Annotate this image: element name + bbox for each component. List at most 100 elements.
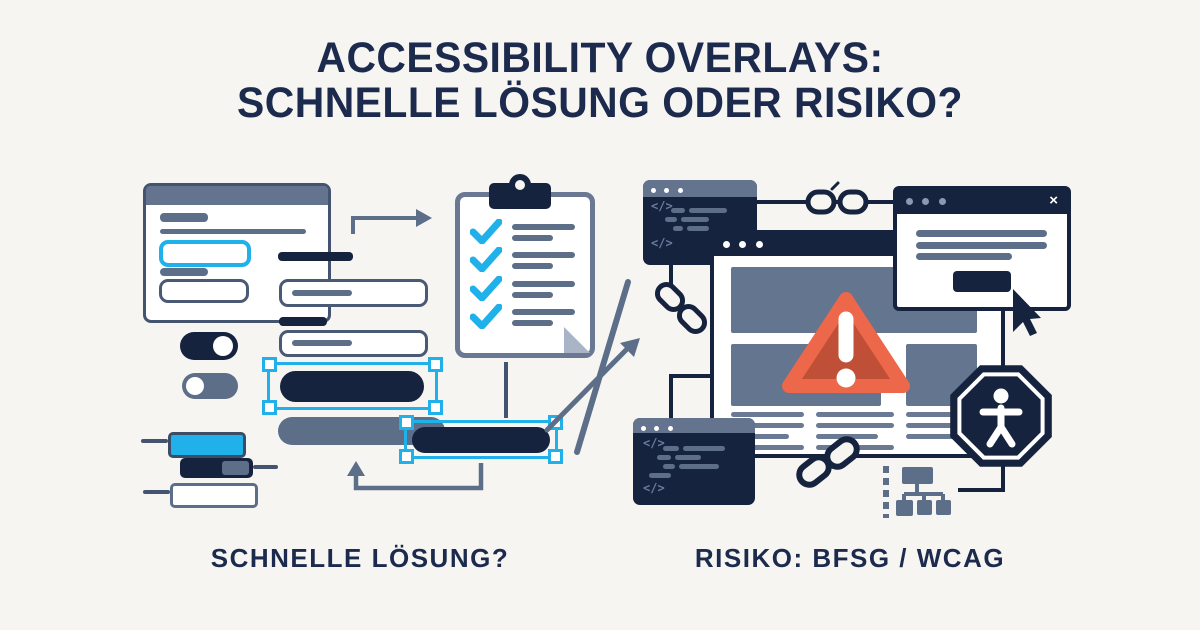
connector-octagon-to-sitemap [958,466,1005,492]
input-field [159,279,249,303]
text-line [816,445,894,450]
page-fold [564,327,590,353]
selection-handle [548,415,563,430]
item-text-line [512,224,575,230]
toggle-off [182,373,238,399]
field-label [160,268,208,276]
text-line [731,434,789,439]
code-line [663,446,679,451]
text-line [731,445,804,450]
code-glyph: </> [643,436,665,450]
connector-browser-to-code [669,374,710,420]
selection-handle [428,357,443,372]
broken-link-icon [805,181,869,215]
window-dot [723,241,730,248]
connector-line [141,439,168,443]
code-window-bottom-header [633,418,755,433]
text-line [916,242,1047,249]
window-dot [654,426,660,431]
input-field [279,330,428,357]
selection-handle [262,357,277,372]
window-dot [664,188,670,193]
title-line-1: ACCESSIBILITY OVERLAYS: [316,34,884,82]
toggle-knob [186,377,204,395]
code-line [679,464,719,469]
connector-line [253,465,278,469]
checklist-row [470,247,582,273]
code-line [683,446,725,451]
checklist-row [470,304,582,330]
text-line [816,434,878,439]
title-line-2: SCHNELLE LÖSUNG ODER RISIKO? [237,78,963,127]
item-text-line [512,281,575,287]
caption-left: SCHNELLE LÖSUNG? [210,543,510,573]
input-value-line [292,340,352,346]
window-dot [906,198,913,205]
selection-box [399,415,563,464]
code-line [665,217,677,222]
item-text-line [512,252,575,258]
field-label-dark [278,252,353,261]
checkmark-icon [470,219,502,244]
checkmark-icon [470,304,502,329]
item-text-line [512,309,575,315]
text-line [906,412,972,417]
connector-line [143,490,170,494]
arrow-elbow-bottom [353,463,484,491]
caption-right: RISIKO: BFSG / WCAG [694,543,1006,573]
code-glyph: </> [643,481,665,495]
window-dot [938,198,946,205]
progress-remainder [222,461,249,475]
window-dot [739,241,747,248]
code-line [657,455,671,460]
code-line [671,208,685,213]
text-line [916,253,1012,260]
checklist-clipboard [455,192,595,358]
arrowhead [416,209,432,227]
modal-button [953,271,1011,292]
item-text-line [512,263,553,269]
modal-dialog: × [893,186,1071,311]
content-block-left [731,344,881,406]
text-line [160,229,306,234]
selected-button [412,427,550,453]
window-dot [651,188,656,193]
toggle-knob [213,336,233,356]
toggle-on [180,332,238,360]
arrow-elbow-top [351,216,416,234]
window-dot [641,426,646,431]
clipboard-ring [509,174,531,196]
checklist-row [470,276,582,302]
selection-handle [548,449,563,464]
window-dot [667,426,673,431]
selection-box [262,357,443,415]
arrowhead [347,461,365,476]
text-line [731,412,804,417]
progress-bar [180,458,253,478]
form-window-header [146,186,328,205]
page-title: ACCESSIBILITY OVERLAYS: SCHNELLE LÖSUNG … [30,36,1170,125]
item-text-line [512,292,553,298]
arrowhead [620,338,640,357]
checklist-row [470,219,582,245]
item-text-line [512,320,553,326]
window-dot [677,188,683,193]
close-icon: × [1049,192,1058,209]
code-line [663,464,675,469]
selected-button [280,371,424,402]
window-dot [922,198,930,205]
text-line [816,423,894,428]
code-window-bottom: </> </> [633,418,755,505]
text-line [816,412,894,417]
field-label [160,213,208,222]
item-text-line [512,235,553,241]
sitemap-icon [896,467,951,516]
code-line [673,226,683,231]
text-line [731,423,804,428]
focused-input-field [159,240,251,267]
selection-handle [428,400,443,415]
checkmark-icon [470,247,502,272]
code-line [649,473,671,478]
text-line [906,434,956,439]
text-line [916,230,1047,237]
